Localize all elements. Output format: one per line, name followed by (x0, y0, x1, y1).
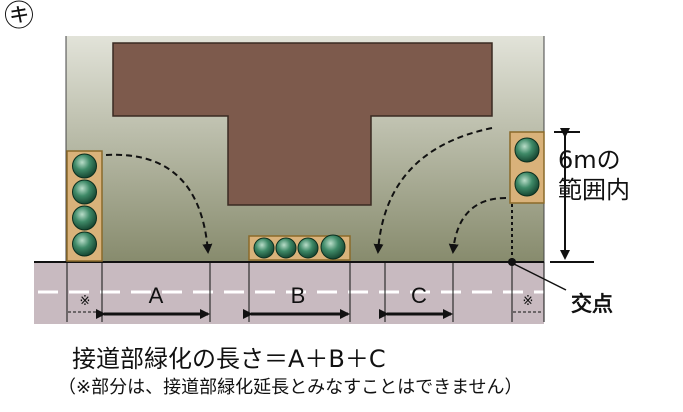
tree-shrub-icon (514, 171, 540, 197)
asterisk-right-label: ※ (523, 294, 534, 309)
formula-text: 接道部緑化の長さ＝A＋B＋C (72, 345, 386, 373)
segment-b-label: B (291, 283, 306, 308)
range-label-line2: 範囲内 (558, 176, 630, 204)
tree-shrub-icon (72, 205, 97, 231)
tree-shrub-icon (253, 237, 275, 259)
tree-shrub-icon (72, 153, 97, 179)
tree-shrub-icon (72, 231, 97, 257)
range-label: 6mの 範囲内 (558, 145, 630, 205)
tree-shrub-icon (275, 237, 297, 259)
tree-shrub-icon (72, 179, 97, 205)
swing-arrow-a (105, 153, 213, 254)
tree-shrub-icon (514, 137, 540, 163)
swing-arrow-c-outer (373, 127, 493, 254)
tree-shrub-icon (320, 234, 346, 260)
segment-a-label: A (149, 283, 164, 308)
intersection-leader (513, 263, 567, 291)
note-text: （※部分は、接道部緑化延長とみなすことはできません） (58, 377, 523, 398)
figure-marker: ㋖ (4, 0, 34, 34)
intersection-label: 交点 (571, 292, 613, 316)
swing-arrow-c-inner (448, 197, 507, 254)
building (112, 42, 493, 206)
segment-c-label: C (411, 283, 427, 308)
tree-shrub-icon (297, 237, 319, 259)
range-label-line1: 6mの (558, 146, 621, 174)
asterisk-left-label: ※ (80, 294, 91, 309)
